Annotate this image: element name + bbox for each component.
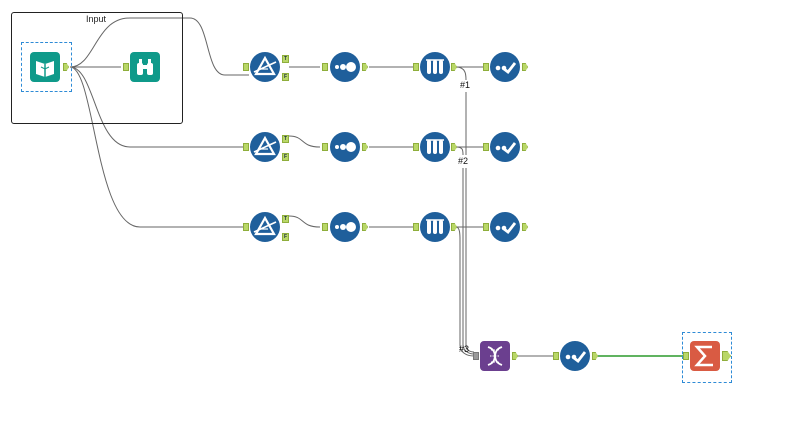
test-tubes-icon — [426, 59, 444, 74]
connection-test-union-3[interactable] — [455, 226, 475, 357]
output-anchor[interactable] — [592, 352, 598, 360]
wire-label: #3 — [459, 344, 470, 354]
input-anchor[interactable] — [322, 223, 328, 231]
check-dots-icon — [495, 142, 517, 154]
input-anchor[interactable] — [483, 63, 489, 71]
sample-tool-2[interactable] — [330, 132, 360, 162]
false-anchor[interactable]: F — [282, 153, 289, 161]
input-anchor[interactable] — [553, 352, 559, 360]
selection-outline — [682, 332, 732, 383]
dna-icon — [487, 346, 503, 366]
output-anchor[interactable] — [451, 223, 457, 231]
input-anchor[interactable] — [322, 143, 328, 151]
filter-tool-1[interactable] — [250, 52, 280, 82]
test-tool-2[interactable] — [420, 132, 450, 162]
input-anchor[interactable] — [243, 63, 249, 71]
output-anchor[interactable] — [63, 63, 69, 71]
output-anchor[interactable] — [362, 223, 368, 231]
prism-icon — [253, 215, 277, 236]
container-title: Input — [86, 14, 107, 24]
false-anchor[interactable]: F — [282, 73, 289, 81]
test-tubes-icon — [426, 139, 444, 154]
connection-filter-sample-3[interactable] — [288, 215, 321, 228]
book-icon — [36, 61, 54, 77]
input-anchor[interactable] — [413, 223, 419, 231]
output-anchor[interactable] — [362, 63, 368, 71]
select-tool-4[interactable] — [560, 341, 590, 371]
true-anchor[interactable]: T — [282, 135, 289, 143]
output-anchor[interactable] — [522, 223, 528, 231]
output-anchor[interactable] — [451, 63, 457, 71]
dots-icon — [335, 222, 356, 232]
dots-icon — [335, 142, 356, 152]
test-tubes-icon — [426, 219, 444, 234]
select-tool-2[interactable] — [490, 132, 520, 162]
sigma-icon — [694, 345, 713, 367]
input-anchor[interactable] — [683, 352, 689, 360]
input-container[interactable] — [11, 12, 183, 124]
input-anchor[interactable] — [243, 143, 249, 151]
true-anchor[interactable]: T — [282, 55, 289, 63]
input-anchor[interactable] — [413, 63, 419, 71]
prism-icon — [253, 55, 277, 76]
sample-tool-3[interactable] — [330, 212, 360, 242]
check-dots-icon — [565, 351, 587, 363]
output-anchor[interactable] — [522, 143, 528, 151]
prism-icon — [253, 135, 277, 156]
browse-tool[interactable] — [130, 52, 160, 82]
input-anchor[interactable] — [322, 63, 328, 71]
output-anchor[interactable] — [512, 352, 518, 360]
wire-label: #2 — [458, 156, 469, 166]
output-anchor[interactable] — [451, 143, 457, 151]
input-anchor[interactable] — [413, 143, 419, 151]
input-anchor[interactable] — [243, 223, 249, 231]
output-anchor[interactable] — [362, 143, 368, 151]
connection-test-union-2[interactable] — [455, 146, 475, 355]
input-data-tool[interactable] — [30, 52, 60, 82]
test-tool-3[interactable] — [420, 212, 450, 242]
false-anchor[interactable]: F — [282, 233, 289, 241]
summarize-tool[interactable] — [690, 341, 720, 371]
test-tool-1[interactable] — [420, 52, 450, 82]
filter-tool-3[interactable] — [250, 212, 280, 242]
true-anchor[interactable]: T — [282, 215, 289, 223]
connection-filter-sample-2[interactable] — [288, 135, 321, 148]
select-tool-3[interactable] — [490, 212, 520, 242]
selection-outline — [21, 42, 72, 92]
union-tool[interactable] — [480, 341, 510, 371]
input-anchor[interactable] — [483, 143, 489, 151]
input-anchor[interactable] — [483, 223, 489, 231]
multi-input-anchor[interactable] — [473, 352, 479, 360]
dots-icon — [335, 62, 356, 72]
connection-input-filter-1[interactable] — [69, 17, 249, 76]
input-anchor[interactable] — [123, 63, 129, 71]
wire-label: #1 — [460, 80, 471, 90]
filter-tool-2[interactable] — [250, 132, 280, 162]
output-anchor[interactable] — [522, 63, 528, 71]
connection-input-filter-3[interactable] — [69, 66, 249, 228]
check-dots-icon — [495, 222, 517, 234]
binoculars-icon — [137, 59, 153, 75]
connection-input-filter-2[interactable] — [69, 66, 249, 148]
connection-test-union-1[interactable] — [455, 66, 475, 353]
sample-tool-1[interactable] — [330, 52, 360, 82]
output-anchor[interactable] — [722, 351, 731, 361]
check-dots-icon — [495, 62, 517, 74]
select-tool-1[interactable] — [490, 52, 520, 82]
